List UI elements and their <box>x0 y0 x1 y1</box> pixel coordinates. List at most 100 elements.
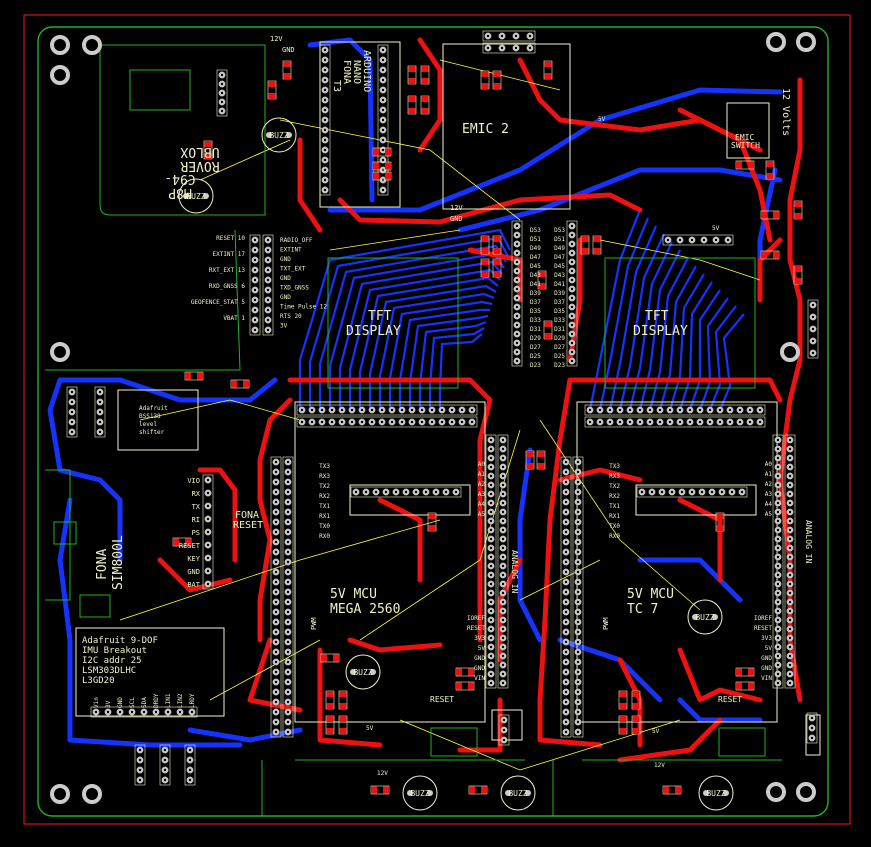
resistor <box>543 60 553 80</box>
resistor <box>338 715 348 735</box>
ublox-pin-label: TXD_GNSS <box>280 285 309 292</box>
imu-label-5: L3GD20 <box>82 676 115 686</box>
mcu-pin-label: A1 <box>478 471 486 478</box>
mcu-pin-labels: D53D51D49D47D45D43D41D39D37D35D33D31D29D… <box>319 227 772 682</box>
mcu-pin-label: TX3 <box>609 463 620 470</box>
pin-headers <box>66 30 819 786</box>
mcu-pin-label: TX1 <box>319 503 330 510</box>
header-ribbon-c <box>184 744 196 786</box>
resistor <box>455 681 475 691</box>
mcu-pin-label: D53 <box>554 227 565 234</box>
ublox-pin-label: VBAT 1 <box>223 315 245 322</box>
fona-reset-label-2: RESET <box>233 520 263 531</box>
resistor <box>325 690 335 710</box>
ublox-pin-label: EXTINT 17 <box>212 251 245 258</box>
mcu-pin-label: D29 <box>530 335 541 342</box>
header-mega-left-a <box>270 456 282 738</box>
header-imu-pins <box>90 706 198 718</box>
mcu-pin-label: A3 <box>765 491 773 498</box>
mcu-pin-label: IOREF <box>467 615 485 622</box>
emic-label: EMIC 2 <box>462 122 509 137</box>
ublox-pin-label: Time Pulse 12 <box>280 304 327 311</box>
header-mega-right-b <box>497 434 509 689</box>
buzz-label: BUZZ <box>410 789 429 798</box>
resistor <box>580 235 590 255</box>
resistor <box>372 171 392 181</box>
resistor <box>172 537 192 547</box>
mcu-pin-label: VIN <box>474 675 485 682</box>
mounting-hole <box>82 784 102 804</box>
mcu-pin-label: D25 <box>530 353 541 360</box>
header-vin-hdr <box>807 299 819 359</box>
imu-pin-label: 3V <box>105 700 112 708</box>
mcu-pin-label: A4 <box>478 501 486 508</box>
header-tc-top-b <box>584 416 766 428</box>
ublox-pin-label: RESET 10 <box>216 235 245 242</box>
mcu-pin-label: D25 <box>554 353 565 360</box>
header-shifter-r <box>94 386 106 438</box>
mcu-pin-label: A3 <box>478 491 486 498</box>
resistor <box>618 690 628 710</box>
mcu-pin-label: D43 <box>554 272 565 279</box>
fona-pin-label: RI <box>192 516 200 524</box>
mcu-pin-label: D51 <box>530 236 541 243</box>
imu-pin-label: SDA <box>141 697 148 708</box>
net-12v-bottom-2: 12V <box>654 762 665 769</box>
mcu-pin-label: A5 <box>765 511 773 518</box>
mcu-pin-label: TX1 <box>609 503 620 510</box>
mcu-pin-label: D39 <box>554 290 565 297</box>
header-tc-left-a <box>560 456 572 738</box>
imu-label-2: IMU Breakout <box>82 646 147 656</box>
ublox-pin-label: GND <box>280 256 291 263</box>
mcu-pin-label: IOREF <box>754 615 772 622</box>
mcu-pin-label: D47 <box>554 254 565 261</box>
resistor <box>338 690 348 710</box>
ublox-label-4: M8P <box>168 185 192 200</box>
ublox-label-1: UBLOX <box>180 144 219 159</box>
mounting-hole <box>796 32 816 52</box>
buzzer: BUZZ <box>687 599 723 635</box>
smd-resistors <box>172 60 803 795</box>
mcu-pin-label: 3V3 <box>474 635 485 642</box>
ublox-pin-label: 3V <box>280 323 288 330</box>
header-shifter-l <box>66 386 78 438</box>
header-ublox-a <box>249 234 261 336</box>
net-12v-bottom: 12V <box>377 770 388 777</box>
resistor <box>735 681 755 691</box>
resistor <box>480 258 490 278</box>
mcu-pin-label: TX2 <box>319 483 330 490</box>
resistor <box>372 147 392 157</box>
mcu-pin-label: GND <box>474 665 485 672</box>
header-mega-mid <box>350 486 462 498</box>
mcu-pin-label: A4 <box>765 501 773 508</box>
resistor <box>184 371 204 381</box>
header-ublox-side <box>216 69 228 117</box>
mcu-pin-label: D37 <box>530 299 541 306</box>
board-outline <box>37 26 829 817</box>
resistor <box>735 667 755 677</box>
buzzer: BUZZ <box>402 775 438 811</box>
mcu-pin-label: TX0 <box>319 523 330 530</box>
mcu-pin-label: D23 <box>554 362 565 369</box>
resistor <box>372 161 392 171</box>
fona-pin-label: VIO <box>187 477 200 485</box>
mcu-pin-label: D53 <box>530 227 541 234</box>
resistor <box>631 715 641 735</box>
mounting-hole <box>766 782 786 802</box>
resistor <box>735 160 755 170</box>
mcu-pin-label: D35 <box>554 308 565 315</box>
fona-pin-label: RX <box>192 490 201 498</box>
fona-pin-label: KEY <box>187 555 200 563</box>
net-12v-mid: 12V <box>450 204 463 212</box>
header-mega-dig-a <box>511 220 523 367</box>
resistor <box>760 250 780 260</box>
header-tc-mid <box>636 486 748 498</box>
header-comm-hdr <box>806 712 818 744</box>
resistor <box>320 653 340 663</box>
ublox-pin-label: GND <box>280 294 291 301</box>
header-tc-right-b <box>784 434 796 689</box>
reset-right: RESET <box>718 695 742 704</box>
buzzer: BUZZ <box>500 775 536 811</box>
